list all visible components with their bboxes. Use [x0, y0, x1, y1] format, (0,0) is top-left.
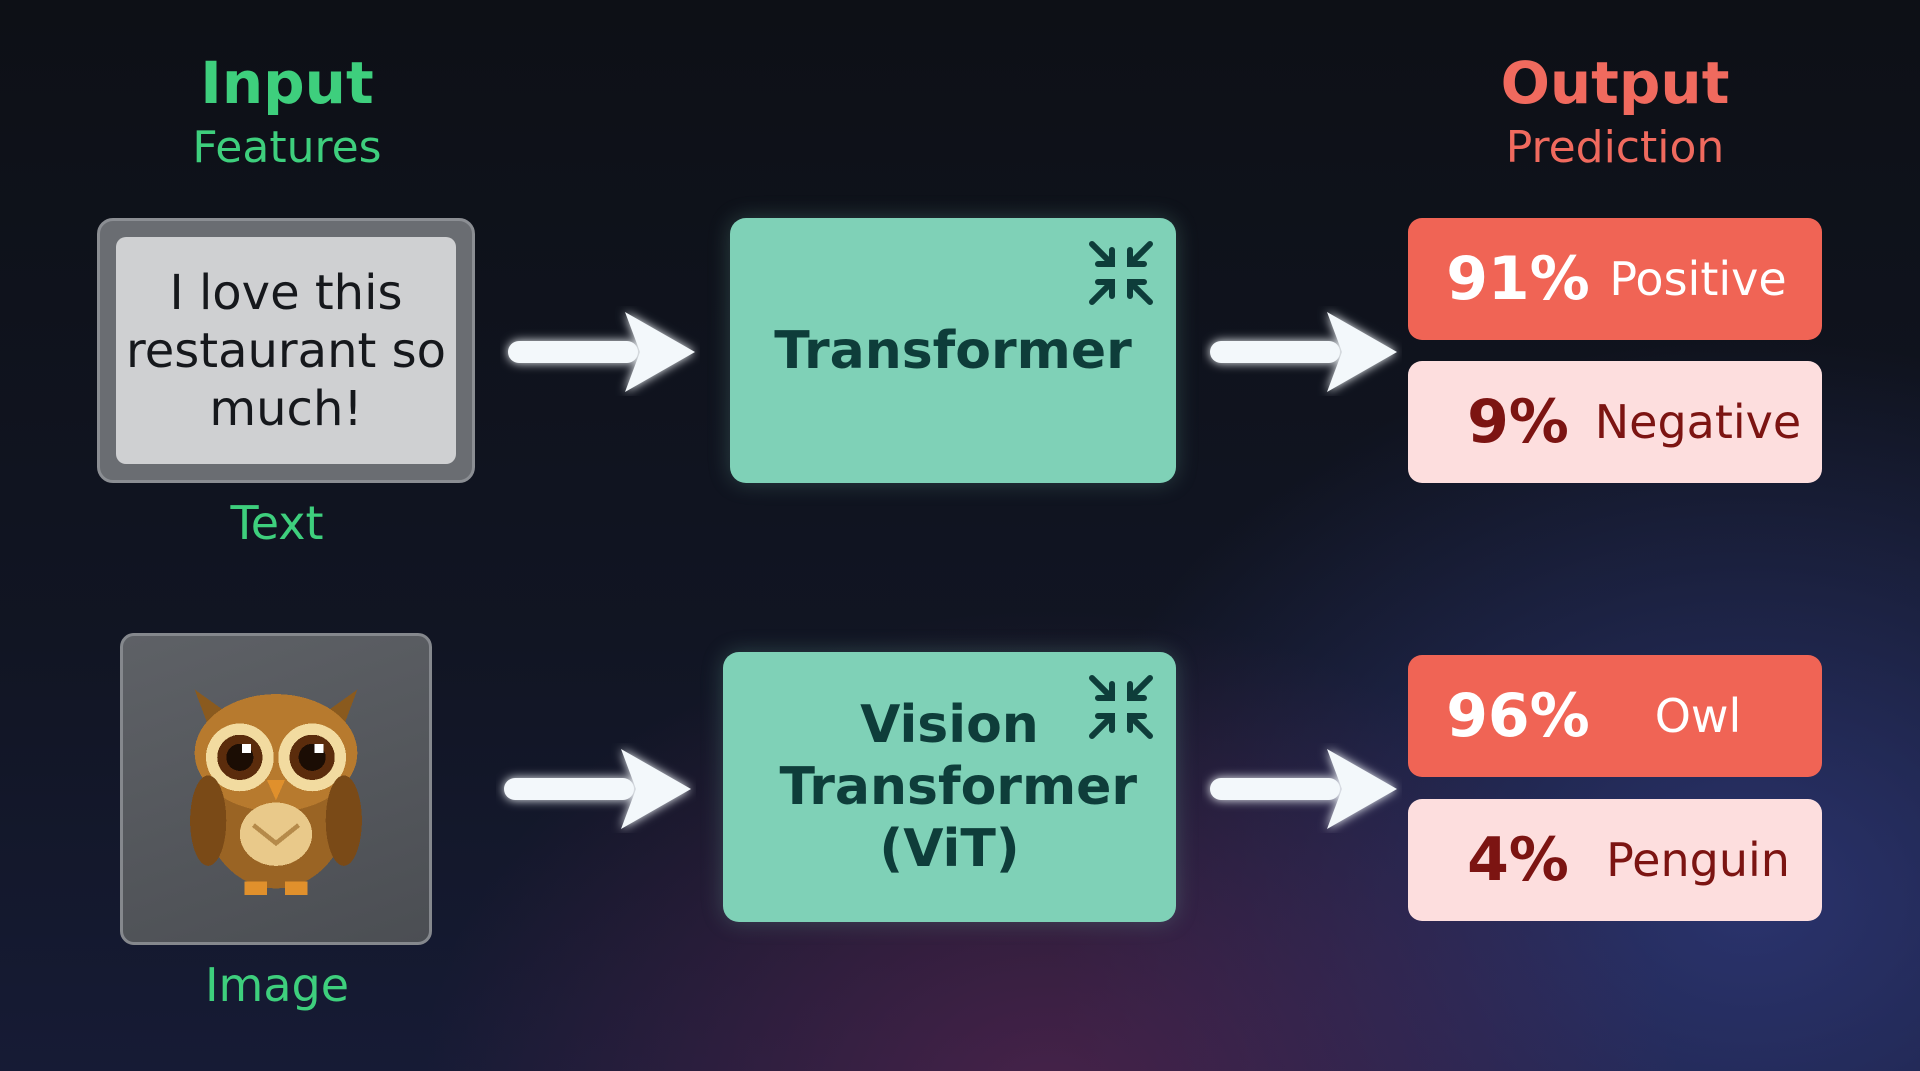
prediction-label: Positive: [1609, 252, 1787, 306]
prediction-negative: 9% Negative: [1408, 361, 1822, 483]
prediction-percent: 9%: [1467, 387, 1569, 457]
arrow-right-icon: [508, 312, 695, 392]
prediction-label: Penguin: [1606, 833, 1790, 887]
input-heading: Input Features: [77, 48, 497, 178]
transformer-box: Transformer: [730, 218, 1176, 483]
prediction-percent: 4%: [1467, 825, 1569, 895]
image-caption: Image: [204, 958, 350, 1012]
prediction-positive: 91% Positive: [1408, 218, 1822, 340]
prediction-label: Negative: [1594, 395, 1802, 449]
text-caption: Text: [230, 496, 324, 550]
image-input-card: [120, 633, 432, 945]
prediction-penguin: 4% Penguin: [1408, 799, 1822, 921]
prediction-percent: 96%: [1446, 681, 1590, 751]
prediction-label: Owl: [1654, 689, 1742, 743]
arrow-right-icon: [1210, 749, 1397, 829]
arrow-right-icon: [1210, 312, 1397, 392]
model-label: Vision Transformer (ViT): [779, 695, 1138, 879]
input-text: I love this restaurant so much!: [116, 237, 456, 464]
prediction-owl: 96% Owl: [1408, 655, 1822, 777]
output-heading: Output Prediction: [1405, 48, 1825, 178]
owl-icon: [190, 689, 362, 896]
text-input-card: I love this restaurant so much!: [97, 218, 475, 483]
input-title: Input: [200, 49, 374, 117]
compress-icon: [1089, 241, 1153, 305]
input-subtitle: Features: [192, 122, 382, 173]
arrow-right-icon: [504, 749, 691, 829]
vision-transformer-box: Vision Transformer (ViT): [723, 652, 1176, 922]
prediction-percent: 91%: [1446, 244, 1590, 314]
compress-icon: [1089, 675, 1153, 739]
model-label: Transformer: [774, 320, 1132, 381]
output-subtitle: Prediction: [1505, 122, 1725, 173]
output-title: Output: [1500, 49, 1730, 117]
